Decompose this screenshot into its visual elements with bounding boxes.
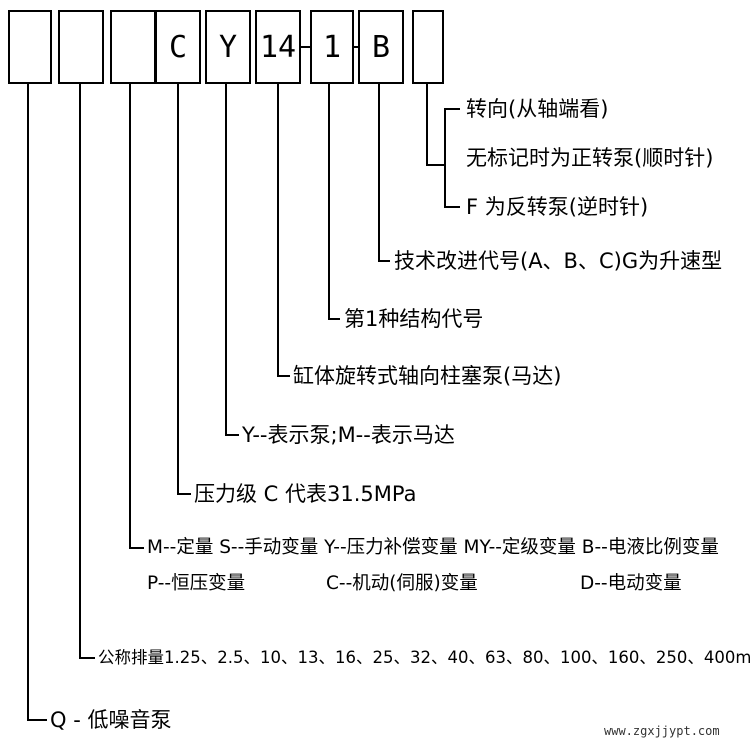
dash-connector <box>301 46 310 48</box>
leader-tech <box>378 84 380 262</box>
leader-rotation-branch <box>444 108 446 208</box>
label-pump-motor: Y--表示泵;M--表示马达 <box>242 423 455 447</box>
code-box-y: Y <box>205 10 251 84</box>
leader-tech-h <box>378 260 390 262</box>
code-box-b: B <box>358 10 404 84</box>
label-variable-d: D--电动变量 <box>580 573 682 594</box>
leader-displacement-h <box>79 657 95 659</box>
dash-connector <box>354 46 358 48</box>
code-box-c: C <box>155 10 201 84</box>
label-variable-p: P--恒压变量 <box>147 573 246 594</box>
leader-displacement <box>79 84 81 659</box>
leader-pumptype-h <box>277 375 290 377</box>
leader-variable-h <box>129 547 144 549</box>
label-rotation-ccw: F 为反转泵(逆时针) <box>466 195 649 219</box>
leader-pumpmotor <box>225 84 227 436</box>
leader-structure <box>328 84 330 320</box>
label-rotation-cw: 无标记时为正转泵(顺时针) <box>466 146 714 170</box>
label-rotation-title: 转向(从轴端看) <box>466 97 609 121</box>
code-box-3 <box>110 10 156 84</box>
leader-structure-h <box>328 318 340 320</box>
leader-rotation-ccw <box>444 206 460 208</box>
leader-pumpmotor-h <box>225 434 239 436</box>
label-pressure: 压力级 C 代表31.5MPa <box>194 482 417 506</box>
code-box-1 <box>8 10 52 84</box>
leader-rotation <box>426 84 428 166</box>
leader-rotation-title <box>444 108 460 110</box>
leader-noise <box>27 84 29 721</box>
code-box-2 <box>58 10 104 84</box>
label-pump-type: 缸体旋转式轴向柱塞泵(马达) <box>293 364 562 388</box>
code-box-14: 14 <box>255 10 301 84</box>
leader-pumptype <box>277 84 279 377</box>
label-displacement: 公称排量1.25、2.5、10、13、16、25、32、40、63、80、100… <box>98 648 750 667</box>
label-variable-m: M--定量 S--手动变量 Y--压力补偿变量 MY--定级变量 B--电液比例… <box>147 537 719 558</box>
leader-variable <box>129 84 131 549</box>
label-tech-code: 技术改进代号(A、B、C)G为升速型 <box>394 249 723 273</box>
label-noise: Q - 低噪音泵 <box>50 708 172 732</box>
label-structure: 第1种结构代号 <box>344 307 484 331</box>
code-box-rotation <box>412 10 444 84</box>
leader-pressure <box>177 84 179 495</box>
watermark-url: www.zgxjjypt.com <box>604 724 720 738</box>
leader-noise-h <box>27 719 47 721</box>
code-box-1-structure: 1 <box>310 10 354 84</box>
leader-rotation-h <box>426 164 444 166</box>
label-variable-c: C--机动(伺服)变量 <box>326 573 478 594</box>
leader-pressure-h <box>177 493 191 495</box>
